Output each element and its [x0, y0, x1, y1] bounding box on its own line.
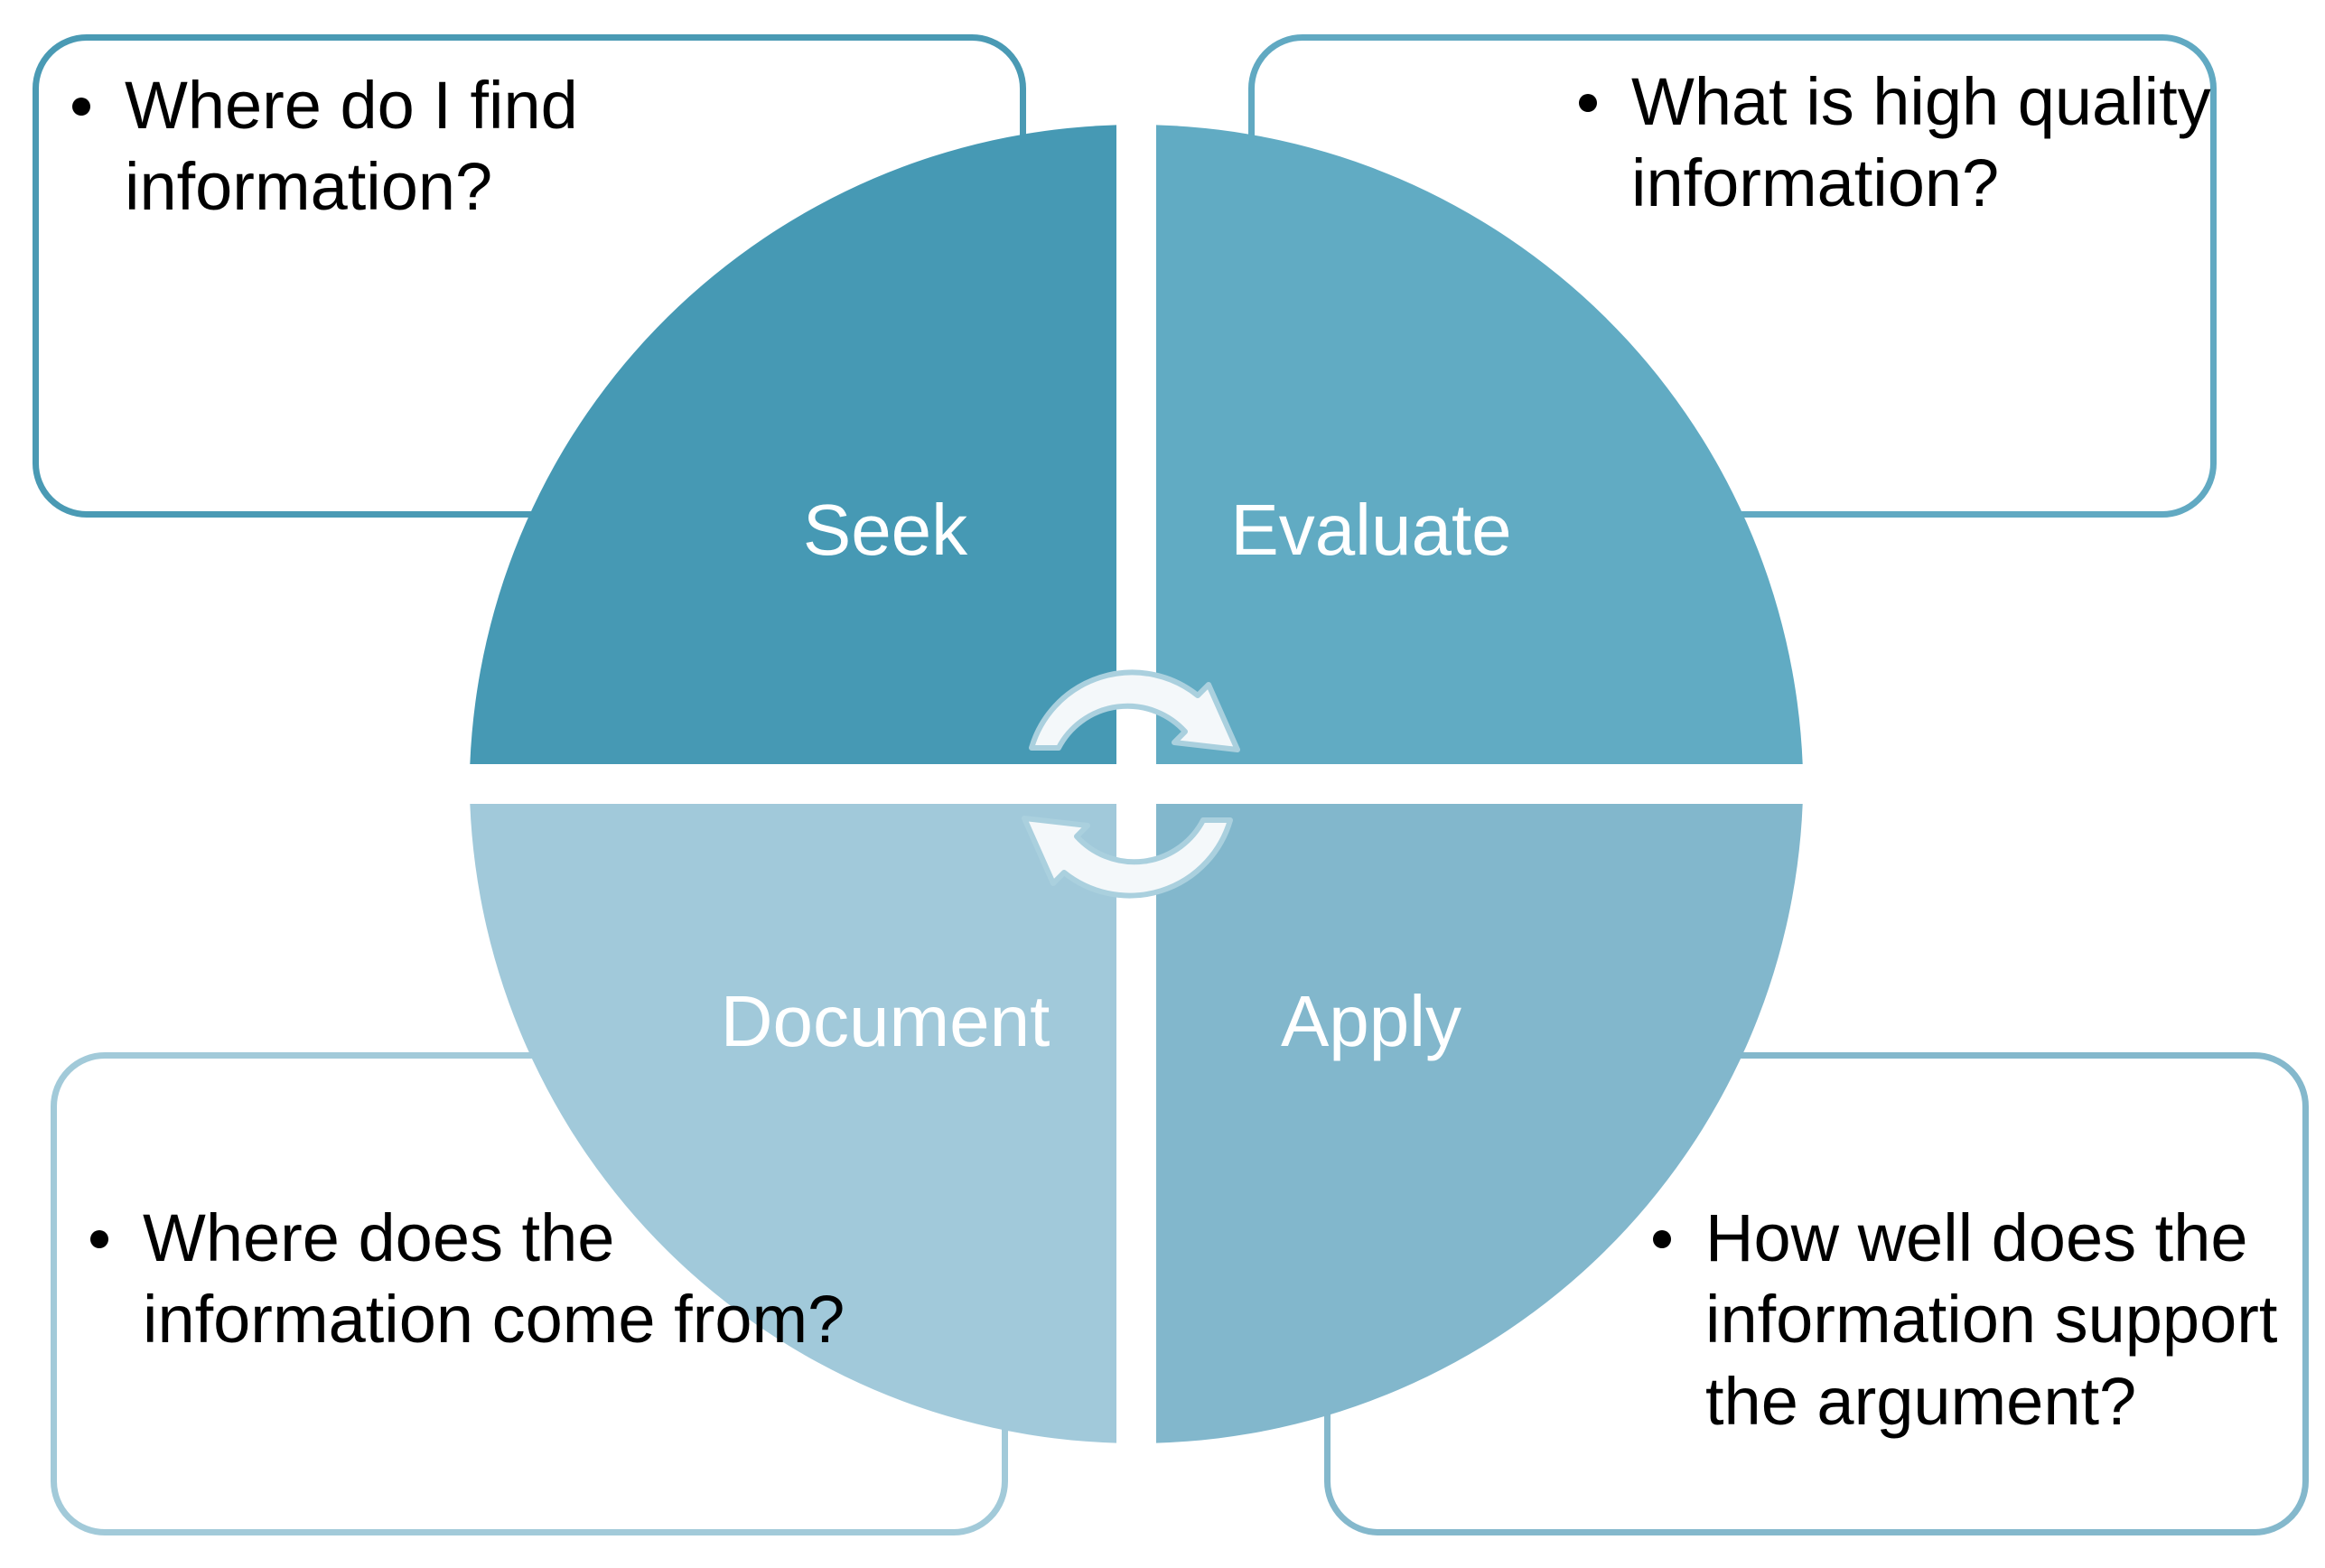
document-quadrant: [470, 804, 1116, 1443]
seek-question: Where do I find information?: [72, 65, 903, 229]
apply-question: How well does the information support th…: [1653, 1198, 2312, 1442]
cycle-arrow-icon: [1022, 669, 1240, 899]
seek-quadrant: [470, 125, 1116, 764]
document-question: Where does the information come from?: [90, 1198, 885, 1361]
evaluate-label: Evaluate: [1230, 490, 1511, 570]
cycle-arrow-bottom: [1022, 816, 1233, 899]
evaluate-question: What is high quality information?: [1579, 61, 2211, 225]
cycle-arrow-top: [1029, 669, 1240, 752]
seek-label: Seek: [803, 490, 968, 570]
evaluate-quadrant: [1156, 125, 1803, 764]
apply-label: Apply: [1281, 981, 1461, 1061]
document-label: Document: [721, 981, 1050, 1061]
apply-quadrant: [1156, 804, 1803, 1443]
